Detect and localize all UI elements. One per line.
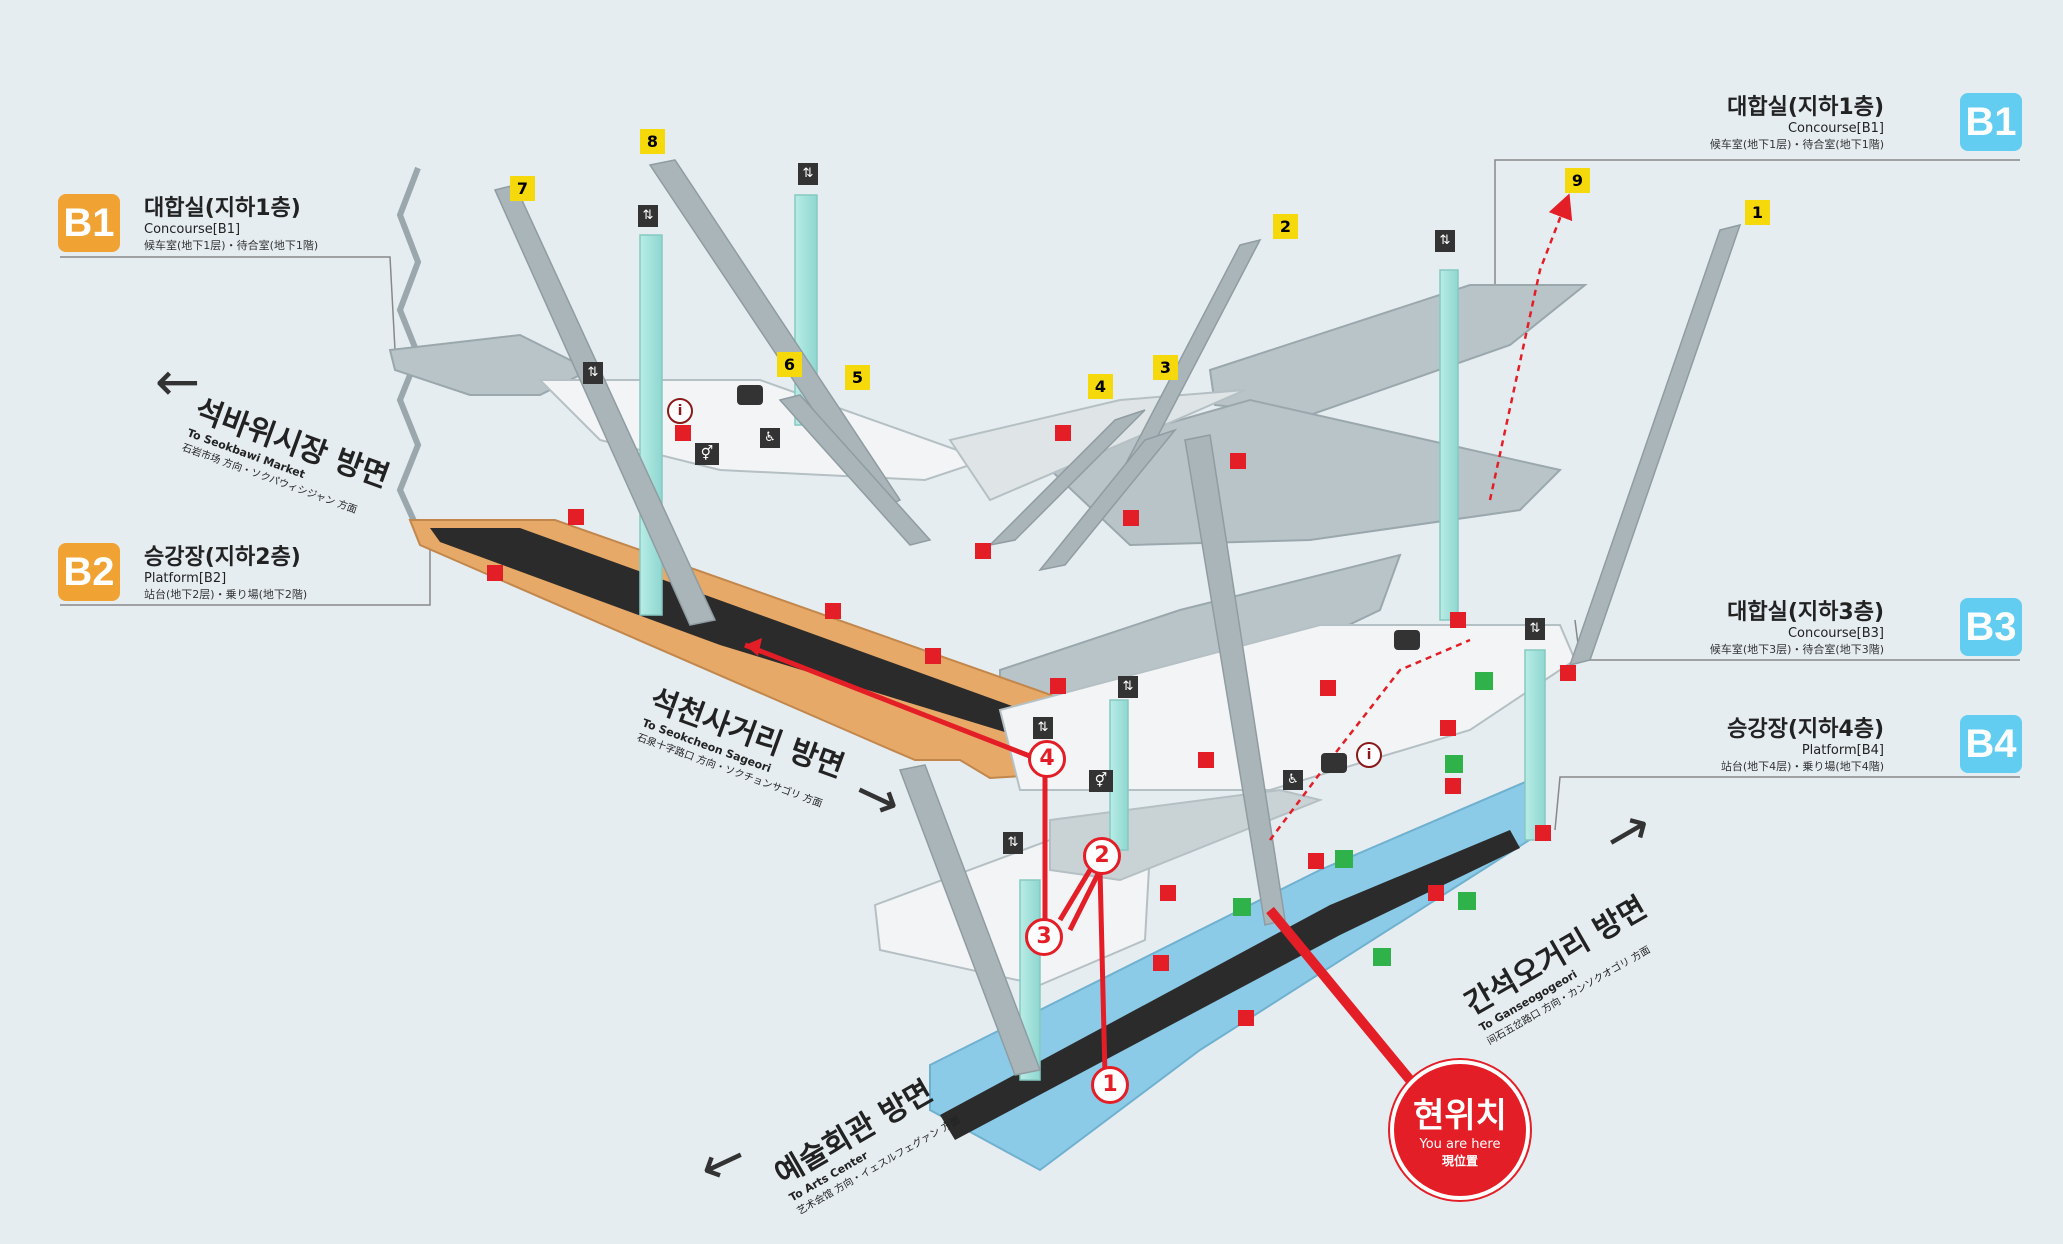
floor-name-en: Platform[B2] bbox=[144, 571, 227, 586]
emergency-phone-icon bbox=[1475, 672, 1493, 690]
escalator-icon bbox=[1394, 630, 1420, 650]
exit-badge: 9 bbox=[1565, 168, 1590, 193]
information-icon: i bbox=[1356, 742, 1382, 768]
you-are-here-pointer bbox=[1266, 906, 1414, 1084]
elevator-icon: ⇅ bbox=[1033, 717, 1053, 739]
wheelchair-icon: ♿ bbox=[1283, 770, 1303, 790]
exit-badge: 7 bbox=[510, 176, 535, 201]
fire-extinguisher-icon bbox=[1050, 678, 1066, 694]
floor-badge: B1 bbox=[58, 194, 120, 252]
fire-extinguisher-icon bbox=[1450, 612, 1466, 628]
floor-name-ja: 候车室(地下1层)・待合室(地下1階) bbox=[1709, 138, 1884, 151]
exit-badge: 6 bbox=[777, 352, 802, 377]
floor-name-en: Concourse[B1] bbox=[1787, 121, 1884, 136]
elevator-icon: ⇅ bbox=[638, 205, 658, 227]
fire-extinguisher-icon bbox=[675, 425, 691, 441]
leader-lines bbox=[60, 159, 2020, 831]
emergency-phone-icon bbox=[1373, 948, 1391, 966]
fire-extinguisher-icon bbox=[1160, 885, 1176, 901]
route-b1-right bbox=[1488, 193, 1573, 501]
elevator-icon: ⇅ bbox=[1525, 618, 1545, 640]
elevator-icon: ⇅ bbox=[798, 163, 818, 185]
floor-name-en: Concourse[B1] bbox=[144, 222, 241, 237]
fire-extinguisher-icon bbox=[825, 603, 841, 619]
exit-badge: 8 bbox=[640, 129, 665, 154]
track-b4 bbox=[940, 830, 1520, 1140]
fire-extinguisher-icon bbox=[568, 509, 584, 525]
information-icon: i bbox=[667, 398, 693, 424]
arrow-left-icon: ← bbox=[155, 350, 201, 413]
floor-name-en: Concourse[B3] bbox=[1787, 626, 1884, 641]
emergency-phone-icon bbox=[1233, 898, 1251, 916]
route-step-4: 4 bbox=[1028, 740, 1066, 778]
floor-name-ko: 승강장(지하4층) bbox=[1727, 717, 1884, 742]
escalator-icon bbox=[1321, 753, 1347, 773]
emergency-phone-icon bbox=[1458, 892, 1476, 910]
restroom-icon: ⚥ bbox=[695, 443, 719, 465]
fire-extinguisher-icon bbox=[1230, 453, 1246, 469]
floor-name-ja: 候车室(地下3层)・待合室(地下3階) bbox=[1709, 643, 1884, 656]
route-step-2: 2 bbox=[1083, 837, 1121, 875]
you-are-here-ko: 현위치 bbox=[1413, 1096, 1507, 1136]
stairways bbox=[493, 159, 1742, 1076]
floor-name-ko: 승강장(지하2층) bbox=[144, 545, 301, 570]
fire-extinguisher-icon bbox=[1560, 665, 1576, 681]
you-are-here-zh: 現位置 bbox=[1441, 1154, 1478, 1168]
elevator-icon: ⇅ bbox=[1118, 676, 1138, 698]
floor-name-ko: 대합실(지하3층) bbox=[1727, 600, 1884, 625]
restroom-icon: ⚥ bbox=[1089, 770, 1113, 792]
fire-extinguisher-icon bbox=[1445, 778, 1461, 794]
fire-extinguisher-icon bbox=[1535, 825, 1551, 841]
floor-badge: B4 bbox=[1960, 715, 2022, 773]
floor-name-ja: 站台(地下4层)・乗り場(地下4階) bbox=[1720, 760, 1884, 773]
route-b3 bbox=[1269, 638, 1471, 841]
route-arrowhead bbox=[745, 638, 762, 656]
fire-extinguisher-icon bbox=[1153, 955, 1169, 971]
concourse-b3 bbox=[998, 624, 1577, 791]
floor-name-ko: 대합실(지하1층) bbox=[1727, 95, 1884, 120]
floor-badge: B3 bbox=[1960, 598, 2022, 656]
fire-extinguisher-icon bbox=[1055, 425, 1071, 441]
concourse-b1-right-upper bbox=[1208, 284, 1588, 417]
wheelchair-icon: ♿ bbox=[760, 428, 780, 448]
you-are-here-en: You are here bbox=[1419, 1137, 1501, 1152]
track-b2 bbox=[430, 528, 1120, 758]
floor-name-ko: 대합실(지하1층) bbox=[144, 196, 301, 221]
exit-badge: 1 bbox=[1745, 200, 1770, 225]
floor-name-ja: 站台(地下2层)・乗り場(地下2階) bbox=[144, 588, 308, 601]
floor-name-en: Platform[B4] bbox=[1801, 743, 1884, 758]
route-step-1: 1 bbox=[1091, 1066, 1129, 1104]
you-are-here-marker: 현위치 You are here 現位置 bbox=[1390, 1060, 1530, 1200]
escalator-icon bbox=[737, 385, 763, 405]
fire-extinguisher-icon bbox=[1320, 680, 1336, 696]
fire-extinguisher-icon bbox=[1440, 720, 1456, 736]
route-step-3: 3 bbox=[1025, 918, 1063, 956]
fire-extinguisher-icon bbox=[1428, 885, 1444, 901]
emergency-phone-icon bbox=[1445, 755, 1463, 773]
exit-badge: 3 bbox=[1153, 355, 1178, 380]
fire-extinguisher-icon bbox=[1238, 1010, 1254, 1026]
elevator-icon: ⇅ bbox=[1435, 230, 1455, 252]
floor-badge: B2 bbox=[58, 543, 120, 601]
exit-badge: 2 bbox=[1273, 214, 1298, 239]
numbered-route bbox=[744, 642, 1108, 1076]
floor-badge: B1 bbox=[1960, 93, 2022, 151]
exit-badge: 4 bbox=[1088, 374, 1113, 399]
fire-extinguisher-icon bbox=[1308, 853, 1324, 869]
emergency-phone-icon bbox=[1335, 850, 1353, 868]
fire-extinguisher-icon bbox=[1123, 510, 1139, 526]
fire-extinguisher-icon bbox=[975, 543, 991, 559]
elevator-icon: ⇅ bbox=[583, 362, 603, 384]
floor-name-ja: 候车室(地下1层)・待合室(地下1階) bbox=[144, 239, 319, 252]
fire-extinguisher-icon bbox=[925, 648, 941, 664]
exit-badge: 5 bbox=[845, 365, 870, 390]
elevator-icon: ⇅ bbox=[1003, 832, 1023, 854]
fire-extinguisher-icon bbox=[1198, 752, 1214, 768]
fire-extinguisher-icon bbox=[487, 565, 503, 581]
